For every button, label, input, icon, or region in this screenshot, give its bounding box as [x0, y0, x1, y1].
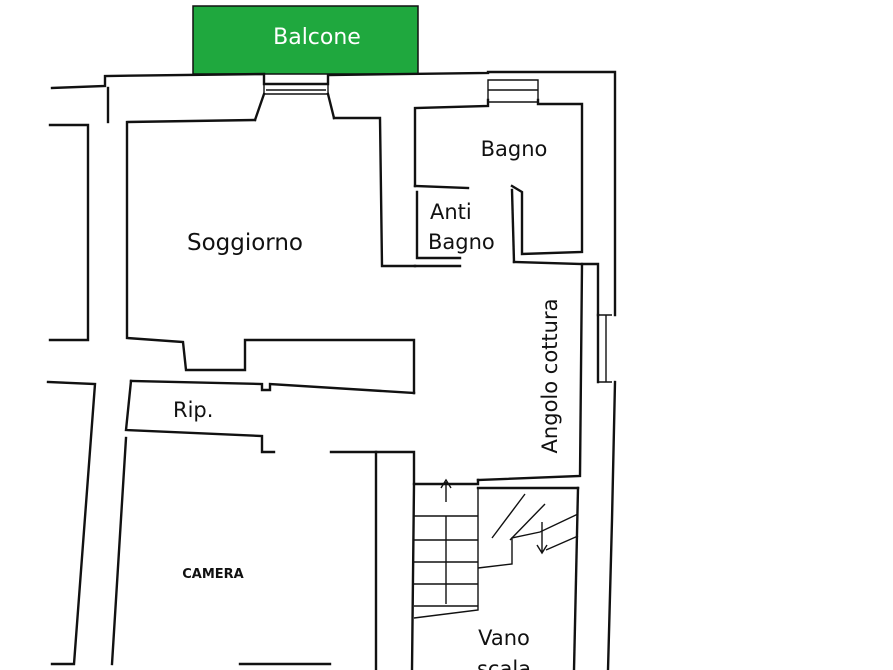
- living-window-jambs: [253, 92, 336, 122]
- stair-top-wall: [374, 450, 480, 486]
- living-room-label: Soggiorno: [187, 230, 303, 256]
- kitchen-upper-right: [580, 262, 600, 317]
- storage-top-wall: [129, 379, 416, 395]
- bedroom-label: CAMERA: [182, 567, 244, 582]
- balcony-area: [192, 5, 419, 75]
- living-room-right-wall: [332, 116, 417, 268]
- storage-room-walls: [124, 379, 416, 454]
- stair-treads-upper: [491, 493, 579, 551]
- antibath-right-wall: [510, 188, 516, 264]
- kitchen-walls: [476, 260, 600, 482]
- storage-left-bottom-wall: [124, 379, 276, 454]
- living-room-walls: [125, 116, 417, 395]
- outer-walls: [50, 70, 617, 670]
- bedroom-left-wall: [110, 436, 128, 666]
- antibath-left-wall: [415, 190, 462, 260]
- stair-down-arrow-icon: [536, 522, 548, 555]
- left-walls: [46, 86, 110, 666]
- balcony-label: Balcone: [273, 25, 361, 50]
- stair-up-arrow-icon: [440, 478, 452, 502]
- living-room-outline: [125, 118, 416, 395]
- bathroom-door-wall-left: [413, 184, 470, 190]
- bedroom-walls: [110, 436, 378, 670]
- stairwell-label-line1: Vano: [478, 626, 530, 650]
- room-labels: Balcone Bagno Anti Bagno Soggiorno Angol…: [173, 25, 562, 670]
- bedroom-right-wall: [329, 450, 378, 670]
- top-outer-wall: [50, 70, 617, 317]
- antibath-label-line1: Anti: [430, 200, 472, 224]
- stair-left-wall: [410, 482, 416, 670]
- top-windows: [253, 79, 539, 122]
- kitchen-label: Angolo cottura: [538, 299, 562, 454]
- kitchen-outline: [476, 260, 584, 482]
- balcony-shape: [192, 5, 419, 75]
- antibath-label-line2: Bagno: [428, 230, 495, 254]
- stairwell-label-line2: scala: [477, 657, 531, 670]
- left-upper-neighbour-wall: [48, 123, 90, 342]
- bath-window-frame: [487, 79, 539, 103]
- stair-flight-lower-outline: [413, 488, 479, 619]
- right-outer-wall-lower: [606, 380, 617, 670]
- bathroom-label: Bagno: [481, 137, 548, 161]
- staircase: [374, 450, 580, 670]
- living-window-frame: [263, 84, 329, 95]
- stair-right-wall: [572, 486, 580, 670]
- storage-label: Rip.: [173, 398, 213, 422]
- left-lower-neighbour-wall: [46, 380, 97, 666]
- bathroom-walls: [413, 98, 584, 268]
- bathroom-outline: [413, 98, 584, 256]
- right-window-frame: [598, 314, 612, 383]
